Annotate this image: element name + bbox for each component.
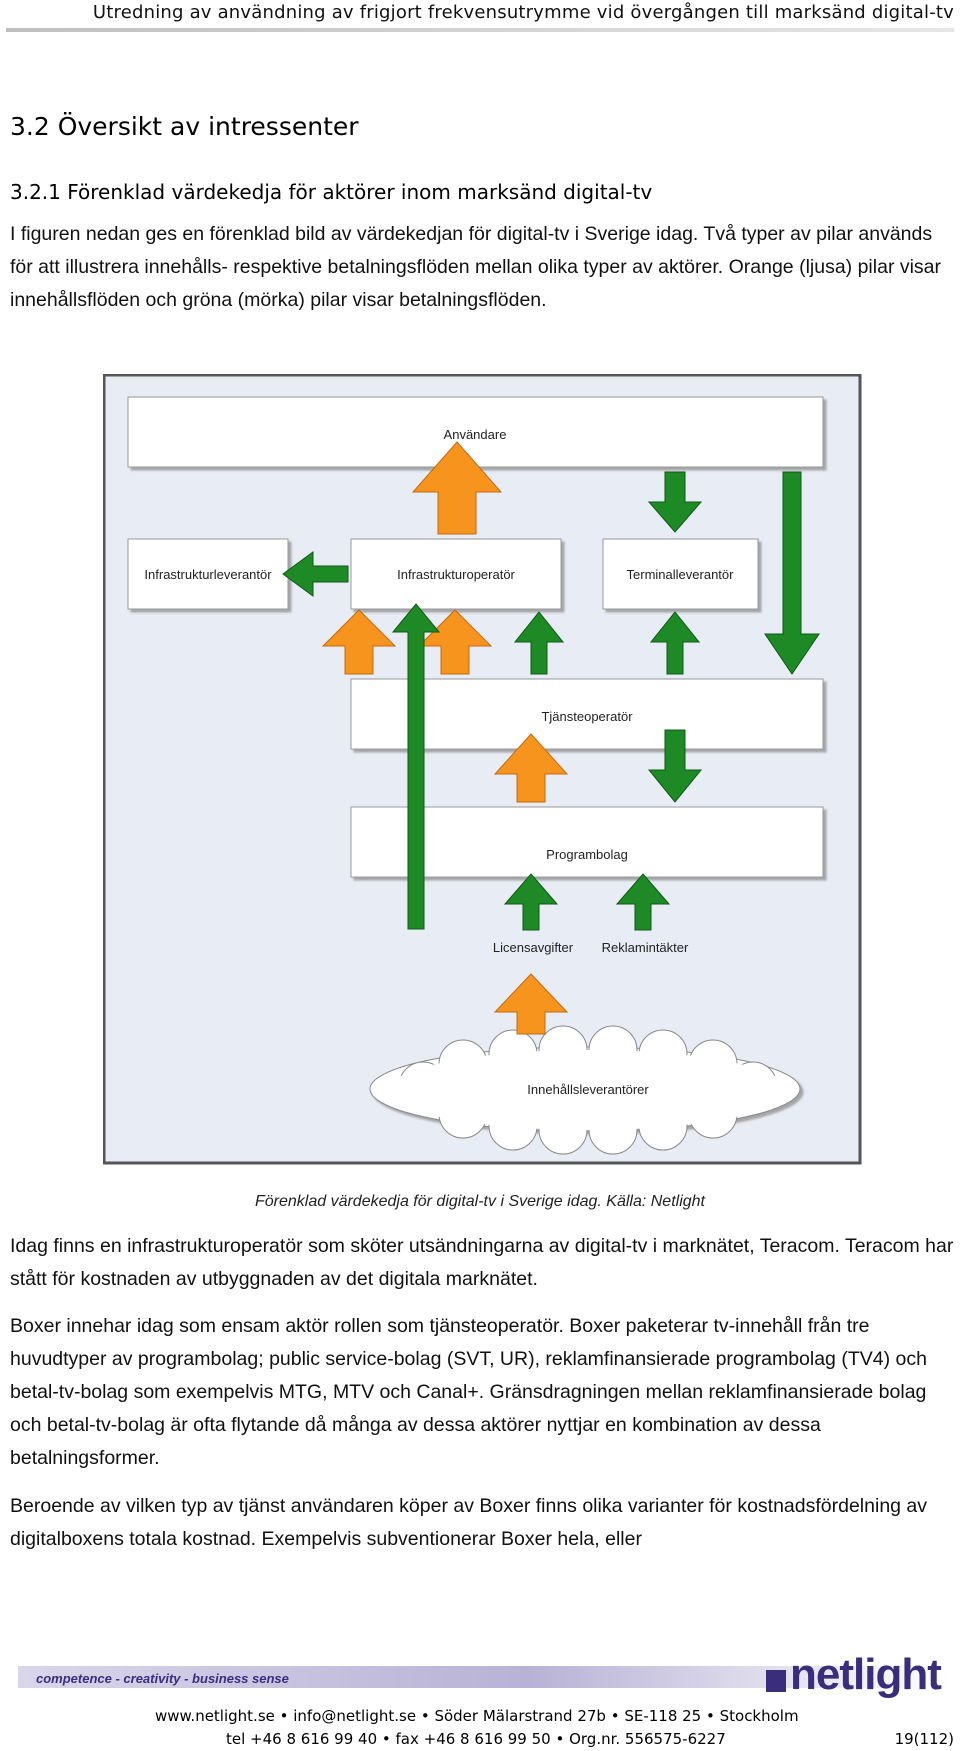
arrow-payment-infra-op-to-infra-supplier [282, 551, 349, 597]
box-infra-supplier [127, 538, 289, 610]
box-content-suppliers-label: Innehållsleverantörer [527, 1082, 649, 1097]
arrow-payment-users-to-service [764, 471, 820, 675]
arrow-payment-service-to-infra-op [513, 611, 565, 675]
arrow-content-service-to-infra-op-right [417, 609, 493, 675]
header-rule [6, 28, 954, 32]
footer-phone-line: tel +46 8 616 99 40 • fax +46 8 616 99 5… [226, 1730, 726, 1748]
value-chain-diagram: Användare Infrastrukturleverantör Infras… [102, 373, 863, 1166]
arrow-payment-ads-to-broadcaster [615, 873, 671, 931]
box-infra-operator [350, 538, 562, 610]
label-ad-revenue: Reklamintäkter [602, 940, 689, 955]
box-users-label: Användare [444, 427, 507, 442]
page-number: 19(112) [894, 1730, 954, 1748]
arrow-content-cloud-to-broadcaster [493, 973, 569, 1035]
box-infra-supplier-label: Infrastrukturleverantör [144, 567, 272, 582]
box-service-operator [350, 678, 824, 750]
footer-contact-line: www.netlight.se • info@netlight.se • Söd… [155, 1707, 799, 1725]
box-infra-operator-label: Infrastrukturoperatör [397, 567, 515, 582]
arrow-payment-license-to-broadcaster [503, 873, 559, 931]
arrow-payment-service-to-terminal [649, 611, 701, 675]
arrow-content-infra-op-to-users [411, 441, 503, 535]
box-terminal-supplier-label: Terminalleverantör [627, 567, 735, 582]
arrow-content-broadcaster-to-service [493, 733, 569, 803]
footer-band [18, 1666, 948, 1688]
box-users [127, 396, 824, 468]
page-header: Utredning av användning av frigjort frek… [0, 0, 960, 32]
box-broadcaster-label: Programbolag [546, 847, 628, 862]
paragraph-cost-allocation: Beroende av vilken typ av tjänst använda… [10, 1495, 928, 1550]
arrow-payment-broadcaster-to-infra-op [391, 603, 441, 930]
label-license-fees: Licensavgifter [493, 940, 574, 955]
arrow-payment-users-to-terminal [647, 471, 703, 533]
paragraph-boxer: Boxer innehar idag som ensam aktör rolle… [10, 1315, 927, 1469]
box-broadcaster [350, 806, 824, 878]
box-terminal-supplier [602, 538, 759, 610]
figure-caption: Förenklad värdekedja för digital-tv i Sv… [254, 1193, 705, 1210]
diagram-background [102, 373, 862, 1165]
logo-wordmark: netlight [790, 1650, 942, 1699]
box-service-operator-label: Tjänsteoperatör [541, 709, 633, 724]
arrow-payment-service-to-broadcaster [647, 729, 703, 803]
subsection-heading: 3.2.1 Förenklad värdekedja för aktörer i… [10, 180, 653, 204]
arrow-content-service-to-infra-op-left [321, 609, 397, 675]
footer-tagline: competence - creativity - business sense [36, 1671, 289, 1686]
section-heading: 3.2 Översikt av intressenter [10, 112, 359, 141]
logo-square [766, 1670, 786, 1692]
document-title: Utredning av användning av frigjort frek… [92, 2, 954, 23]
paragraph-infrastructure: Idag finns en infrastrukturoperatör som … [10, 1235, 954, 1290]
intro-paragraph: I figuren nedan ges en förenklad bild av… [10, 223, 942, 311]
content-suppliers-cloud [369, 1025, 801, 1155]
